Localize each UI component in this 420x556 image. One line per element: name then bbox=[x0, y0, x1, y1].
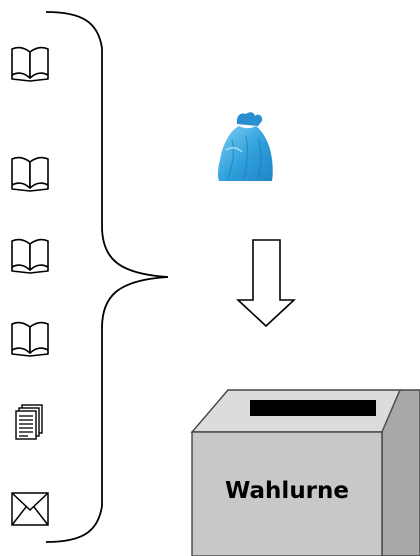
ballot-box-slot bbox=[250, 400, 376, 416]
book-icon bbox=[12, 240, 48, 273]
ballot-box-label: Wahlurne bbox=[225, 478, 349, 504]
book-icon bbox=[12, 323, 48, 356]
book-icon bbox=[12, 48, 48, 81]
ballot-box-icon: Wahlurne bbox=[192, 390, 420, 556]
envelope-icon bbox=[12, 493, 48, 525]
down-arrow-icon bbox=[238, 240, 294, 326]
garbage-bag-icon bbox=[218, 112, 273, 181]
curly-brace bbox=[46, 12, 168, 542]
book-icon bbox=[12, 158, 48, 191]
documents-icon bbox=[16, 405, 42, 439]
